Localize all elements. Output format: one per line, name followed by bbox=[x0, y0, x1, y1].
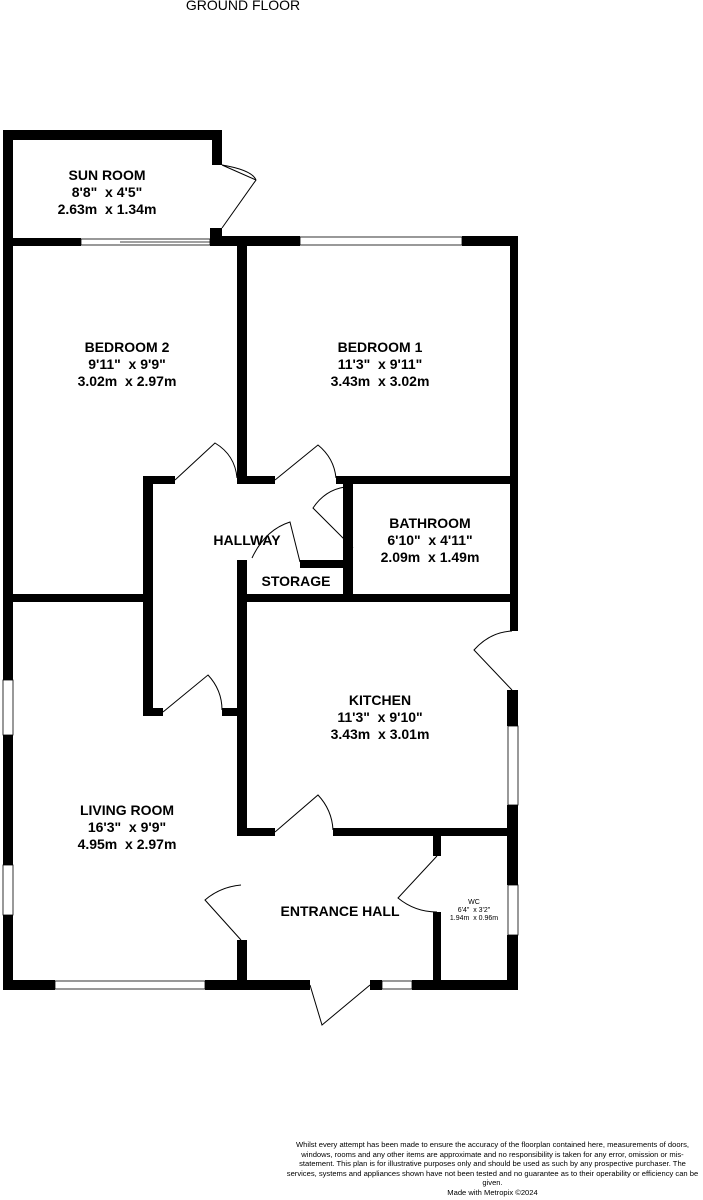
svg-text:3.43m x 3.02m: 3.43m x 3.02m bbox=[331, 373, 430, 389]
svg-text:6'10" x 4'11": 6'10" x 4'11" bbox=[387, 532, 472, 548]
svg-text:16'3" x 9'9": 16'3" x 9'9" bbox=[88, 819, 166, 835]
svg-text:6'4" x 3'2": 6'4" x 3'2" bbox=[458, 907, 491, 914]
svg-text:11'3" x 9'11": 11'3" x 9'11" bbox=[338, 356, 423, 372]
svg-text:2.09m x 1.49m: 2.09m x 1.49m bbox=[381, 549, 480, 565]
doors bbox=[162, 164, 513, 1026]
room-entrance-hall: ENTRANCE HALL bbox=[281, 903, 400, 919]
room-storage: STORAGE bbox=[262, 573, 331, 589]
room-bedroom-2: BEDROOM 29'11" x 9'9"3.02m x 2.97m bbox=[78, 339, 177, 389]
svg-text:1.94m x 0.96m: 1.94m x 0.96m bbox=[450, 915, 498, 922]
svg-text:BEDROOM 2: BEDROOM 2 bbox=[85, 339, 170, 355]
svg-text:8'8" x 4'5": 8'8" x 4'5" bbox=[72, 184, 143, 200]
svg-text:4.95m x 2.97m: 4.95m x 2.97m bbox=[78, 836, 177, 852]
svg-text:2.63m x 1.34m: 2.63m x 1.34m bbox=[58, 201, 157, 217]
svg-text:11'3" x 9'10": 11'3" x 9'10" bbox=[337, 709, 422, 725]
room-wc: WC6'4" x 3'2"1.94m x 0.96m bbox=[450, 899, 498, 922]
walls bbox=[3, 130, 518, 990]
svg-text:3.02m x 2.97m: 3.02m x 2.97m bbox=[78, 373, 177, 389]
svg-text:9'11" x 9'9": 9'11" x 9'9" bbox=[88, 356, 166, 372]
room-hallway: HALLWAY bbox=[213, 532, 281, 548]
svg-text:LIVING ROOM: LIVING ROOM bbox=[80, 802, 174, 818]
svg-text:KITCHEN: KITCHEN bbox=[349, 692, 411, 708]
credit: Made with Metropix ©2024 bbox=[447, 1187, 538, 1197]
floor-title: GROUND FLOOR bbox=[185, 0, 301, 13]
svg-text:BATHROOM: BATHROOM bbox=[389, 515, 470, 531]
svg-text:SUN ROOM: SUN ROOM bbox=[69, 167, 146, 183]
disclaimer-text: Whilst every attempt has been made to en… bbox=[286, 1140, 699, 1188]
svg-text:WC: WC bbox=[468, 899, 480, 906]
disclaimer: Whilst every attempt has been made to en… bbox=[285, 1140, 700, 1198]
svg-text:BEDROOM 1: BEDROOM 1 bbox=[338, 339, 423, 355]
svg-text:3.43m x 3.01m: 3.43m x 3.01m bbox=[331, 726, 430, 742]
room-bedroom-1: BEDROOM 111'3" x 9'11"3.43m x 3.02m bbox=[331, 339, 430, 389]
windows bbox=[2, 236, 519, 990]
